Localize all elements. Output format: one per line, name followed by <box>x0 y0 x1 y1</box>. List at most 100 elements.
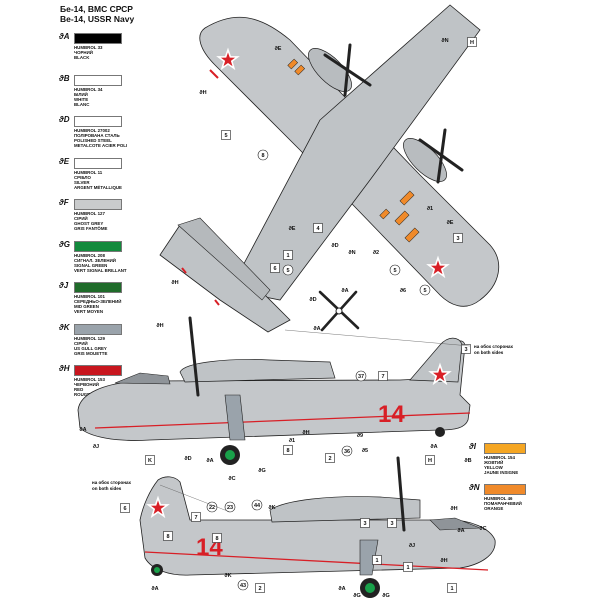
top-view-propeller <box>323 43 464 184</box>
callout-b: ϑB <box>464 458 471 464</box>
top-view-stabilizer <box>177 217 271 301</box>
callout-e: ϑE <box>275 46 282 52</box>
color-swatch <box>74 240 122 252</box>
svg-text:ϑG: ϑG <box>382 593 389 599</box>
legend-code: ϑE <box>59 156 70 166</box>
svg-text:3: 3 <box>390 521 393 527</box>
top-view <box>159 4 499 333</box>
callout-n: ϑN <box>348 250 355 256</box>
top-view-engine <box>403 138 447 182</box>
svg-text:7: 7 <box>381 374 384 380</box>
svg-text:1: 1 <box>286 253 289 259</box>
side-number: 14 <box>378 401 405 428</box>
callout-6: 6 <box>120 503 130 513</box>
color-swatch <box>74 199 122 210</box>
svg-text:6: 6 <box>273 266 276 272</box>
callout-5: 5 <box>221 130 231 140</box>
note-text-en: on both sides <box>92 486 122 491</box>
side-view-1-landing-gear <box>220 394 445 465</box>
svg-text:ϑ9: ϑ9 <box>357 433 363 439</box>
callout-e: ϑE <box>289 226 296 232</box>
callout-e: ϑE <box>447 220 454 226</box>
callout-h: ϑH <box>199 90 206 96</box>
callout-a: ϑA <box>313 326 320 332</box>
callout-5: 5 <box>282 264 294 276</box>
svg-text:ϑA: ϑA <box>338 586 345 592</box>
note-text-ua: на обох сторонах <box>474 343 514 349</box>
callout-1: 1 <box>372 555 382 565</box>
callout-a: ϑA <box>341 288 348 294</box>
callout-3: 3 <box>387 518 397 528</box>
color-swatch <box>74 323 122 335</box>
svg-text:ϑA: ϑA <box>206 458 213 464</box>
svg-text:ϑK: ϑK <box>224 573 231 579</box>
svg-text:6: 6 <box>123 506 126 512</box>
svg-text:ϑC: ϑC <box>228 476 235 482</box>
callout-d: ϑD <box>309 297 316 303</box>
callout-5: 5 <box>419 284 431 296</box>
svg-text:K: K <box>148 458 152 464</box>
svg-text:ϑA: ϑA <box>151 586 158 592</box>
svg-text:8: 8 <box>261 153 264 159</box>
title-en: Be-14, USSR Navy <box>60 14 135 24</box>
side-view-2-propeller <box>396 456 406 532</box>
svg-text:ϑ1: ϑ1 <box>289 438 295 444</box>
side-view-2: 14 <box>139 456 496 598</box>
svg-text:5: 5 <box>393 268 396 274</box>
legend-code: ϑN <box>469 483 480 492</box>
svg-text:43: 43 <box>240 583 246 589</box>
callout-a: ϑA <box>430 444 437 450</box>
legend-code: ϑB <box>59 73 70 83</box>
callout-a: ϑA <box>79 427 86 433</box>
top-view-red-marks <box>181 69 220 306</box>
svg-text:8: 8 <box>215 536 218 542</box>
callout-5: ϑ5 <box>362 448 368 454</box>
propeller-detail <box>318 290 360 332</box>
callout-h: ϑH <box>156 323 163 329</box>
svg-text:37: 37 <box>358 374 364 380</box>
color-swatch <box>74 157 122 169</box>
callout-2: 2 <box>325 453 335 463</box>
svg-text:ϑK: ϑK <box>268 505 275 511</box>
svg-text:ϑJ: ϑJ <box>93 444 99 450</box>
svg-text:ϑA: ϑA <box>79 427 86 433</box>
callout-h: H <box>425 455 435 465</box>
svg-text:ϑG: ϑG <box>353 593 360 599</box>
callout-2: 2 <box>255 583 265 593</box>
svg-text:4: 4 <box>316 226 320 232</box>
callout-44: 44 <box>251 499 263 511</box>
callout-h: ϑH <box>450 506 457 512</box>
side-view-1-fuselage <box>77 340 471 441</box>
svg-text:ϑB: ϑB <box>464 458 471 464</box>
callout-n: ϑN <box>441 38 448 44</box>
side-view-1-red-stripe <box>94 412 471 429</box>
callout-3: 3 <box>453 233 463 243</box>
svg-text:23: 23 <box>227 505 233 511</box>
legend-code: ϑJ <box>59 281 69 290</box>
callout-6: 6 <box>270 263 280 273</box>
svg-text:ϑC: ϑC <box>479 526 486 532</box>
callout-k: K <box>145 455 155 465</box>
callout-h: H <box>467 37 477 47</box>
callout-7: 7 <box>191 512 201 522</box>
both-sides-note-2: на обох сторонах on both sides <box>92 479 132 491</box>
callout-4: 4 <box>313 223 323 233</box>
callout-k: ϑK <box>224 573 231 579</box>
legend-code: ϑF <box>59 198 69 207</box>
svg-text:3: 3 <box>464 347 467 353</box>
callout-a: ϑA <box>457 528 464 534</box>
callout-c: ϑC <box>228 476 235 482</box>
legend-code: ϑI <box>469 442 476 451</box>
svg-text:8: 8 <box>166 534 169 540</box>
top-view-orange-panels <box>287 58 420 243</box>
